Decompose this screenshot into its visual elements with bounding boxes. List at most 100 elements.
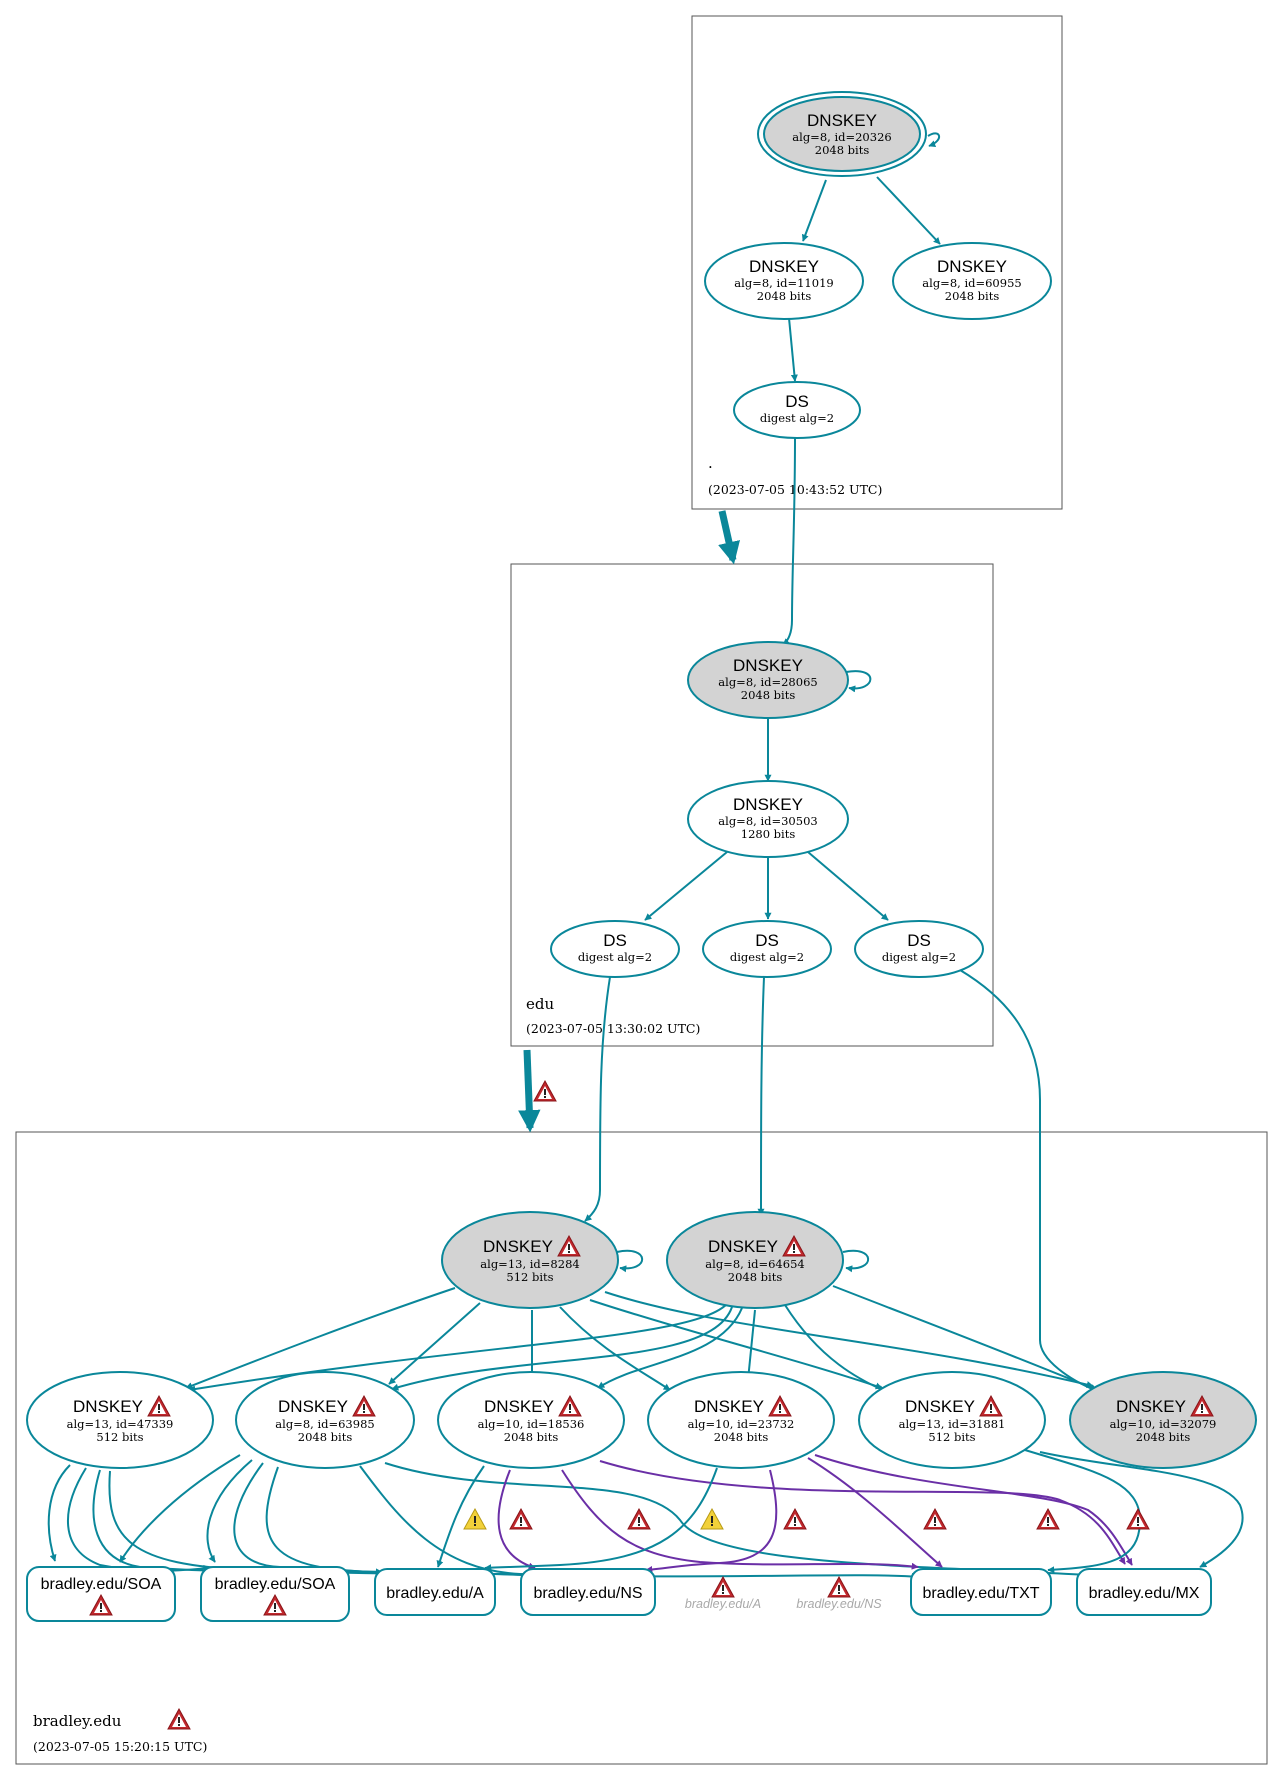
- node-title: DNSKEY: [278, 1397, 348, 1416]
- node-title: DNSKEY: [807, 111, 877, 130]
- rrset-ns: bradley.edu/NS: [520, 1568, 656, 1616]
- edge-rrsig: [206, 1459, 253, 1563]
- node-size: 512 bits: [928, 1430, 975, 1444]
- edge-sign: [589, 1299, 883, 1390]
- edge-rrsig: [233, 1462, 383, 1576]
- edge-sign: [745, 1309, 756, 1381]
- node-detail: digest alg=2: [730, 950, 804, 964]
- ds-node: DS digest alg=2: [550, 920, 680, 978]
- rrset-soa: bradley.edu/SOA: [200, 1566, 350, 1622]
- dnskey-node: DNSKEY alg=13, id=31881 512 bits: [858, 1371, 1046, 1469]
- edge-sign: [784, 1304, 886, 1392]
- warning-icon: [700, 1508, 724, 1530]
- zone-timestamp: (2023-07-05 13:30:02 UTC): [526, 1021, 700, 1036]
- dnskey-node-ksk: DNSKEY alg=10, id=32079 2048 bits: [1069, 1371, 1257, 1469]
- delegation-arrow-root-edu: [718, 510, 741, 565]
- zone-edu: edu (2023-07-05 13:30:02 UTC): [510, 563, 994, 1047]
- node-detail: alg=10, id=23732: [688, 1417, 795, 1431]
- edge-sign: [559, 1306, 671, 1391]
- rrset-label: bradley.edu/NS: [533, 1585, 642, 1602]
- zone-name: edu: [526, 995, 554, 1013]
- edge-rrsig: [67, 1467, 211, 1573]
- zone-name: .: [708, 454, 713, 472]
- node-size: 2048 bits: [741, 688, 796, 702]
- error-icon: [783, 1508, 807, 1530]
- node-title: DS: [755, 931, 779, 950]
- zone-box: [510, 563, 994, 1047]
- edge-ds-link: [959, 969, 1098, 1392]
- edge-rrsig: [436, 1465, 485, 1568]
- zone-box: [15, 1131, 1268, 1765]
- node-detail: alg=13, id=47339: [67, 1417, 174, 1431]
- node-size: 512 bits: [506, 1270, 553, 1284]
- edge-rrsig: [1039, 1451, 1244, 1568]
- edge-sign: [604, 1291, 1094, 1388]
- node-detail: alg=13, id=8284: [480, 1257, 579, 1271]
- node-detail: alg=8, id=28065: [718, 675, 817, 689]
- edge-sign: [788, 317, 798, 382]
- edge-sign: [832, 1285, 1098, 1391]
- error-icon: [827, 1576, 851, 1598]
- node-title: DS: [603, 931, 627, 950]
- node-size: 2048 bits: [945, 289, 1000, 303]
- dnskey-node-ksk: DNSKEY alg=8, id=64654 2048 bits: [666, 1211, 844, 1309]
- rrset-a: bradley.edu/A: [374, 1568, 496, 1616]
- edge-sign: [807, 851, 889, 921]
- edge-rrsig: [497, 1469, 536, 1570]
- node-size: 2048 bits: [1136, 1430, 1191, 1444]
- error-icon: [1036, 1508, 1060, 1530]
- node-detail: alg=8, id=64654: [705, 1257, 804, 1271]
- dnskey-node: DNSKEY alg=8, id=30503 1280 bits: [687, 780, 849, 858]
- error-icon: [711, 1576, 735, 1598]
- edge-rrsig: [814, 1454, 1133, 1566]
- node-title: DS: [907, 931, 931, 950]
- rrset-txt: bradley.edu/TXT: [910, 1568, 1052, 1616]
- node-title: DNSKEY: [733, 656, 803, 675]
- node-detail: alg=10, id=32079: [1110, 1417, 1217, 1431]
- edge-self-signed: [842, 1249, 870, 1273]
- node-title: DNSKEY: [484, 1397, 554, 1416]
- edge-rrsig: [92, 1469, 383, 1576]
- edges: [47, 132, 1244, 1580]
- edge-sign: [388, 1302, 481, 1385]
- node-size: 2048 bits: [757, 289, 812, 303]
- dnskey-node: DNSKEY alg=13, id=47339 512 bits: [26, 1371, 214, 1469]
- node-title: DNSKEY: [708, 1237, 778, 1256]
- node-detail: alg=8, id=30503: [718, 814, 817, 828]
- node-detail: digest alg=2: [578, 950, 652, 964]
- dnskey-node-ksk: DNSKEY alg=8, id=28065 2048 bits: [687, 641, 849, 719]
- edge-sign: [801, 179, 827, 242]
- rrset-label: bradley.edu/SOA: [41, 1576, 162, 1593]
- node-title: DNSKEY: [1116, 1397, 1186, 1416]
- node-title: DNSKEY: [749, 257, 819, 276]
- edge-self-signed: [927, 132, 940, 148]
- ds-node: DS digest alg=2: [854, 920, 984, 978]
- dnskey-node: DNSKEY alg=8, id=63985 2048 bits: [235, 1371, 415, 1469]
- node-title: DNSKEY: [694, 1397, 764, 1416]
- node-size: 1280 bits: [741, 827, 796, 841]
- edge-rrsig: [384, 1462, 1089, 1579]
- node-title: DNSKEY: [937, 257, 1007, 276]
- error-icon: [1126, 1508, 1150, 1530]
- rrset-soa: bradley.edu/SOA: [26, 1566, 176, 1622]
- ds-node: DS digest alg=2: [733, 381, 861, 439]
- ghost-rrset-a: bradley.edu/A: [685, 1576, 761, 1611]
- ds-node: DS digest alg=2: [702, 920, 832, 978]
- edge-sign: [644, 851, 728, 921]
- node-detail: digest alg=2: [882, 950, 956, 964]
- edge-ds-link: [584, 976, 611, 1222]
- edge-sign: [876, 176, 941, 245]
- ghost-rrset-label: bradley.edu/A: [685, 1597, 761, 1611]
- edge-ds-link: [782, 435, 796, 646]
- dnskey-node: DNSKEY alg=10, id=18536 2048 bits: [437, 1371, 625, 1469]
- edge-rrsig: [561, 1469, 919, 1570]
- dnskey-node: DNSKEY alg=8, id=60955 2048 bits: [892, 242, 1052, 320]
- node-size: 512 bits: [96, 1430, 143, 1444]
- node-size: 2048 bits: [728, 1270, 783, 1284]
- edge-rrsig: [119, 1454, 241, 1563]
- edge-sign: [185, 1287, 456, 1389]
- node-detail: alg=10, id=18536: [478, 1417, 585, 1431]
- dnskey-node-ksk: DNSKEY alg=8, id=20326 2048 bits: [757, 91, 927, 177]
- node-detail: alg=8, id=63985: [275, 1417, 374, 1431]
